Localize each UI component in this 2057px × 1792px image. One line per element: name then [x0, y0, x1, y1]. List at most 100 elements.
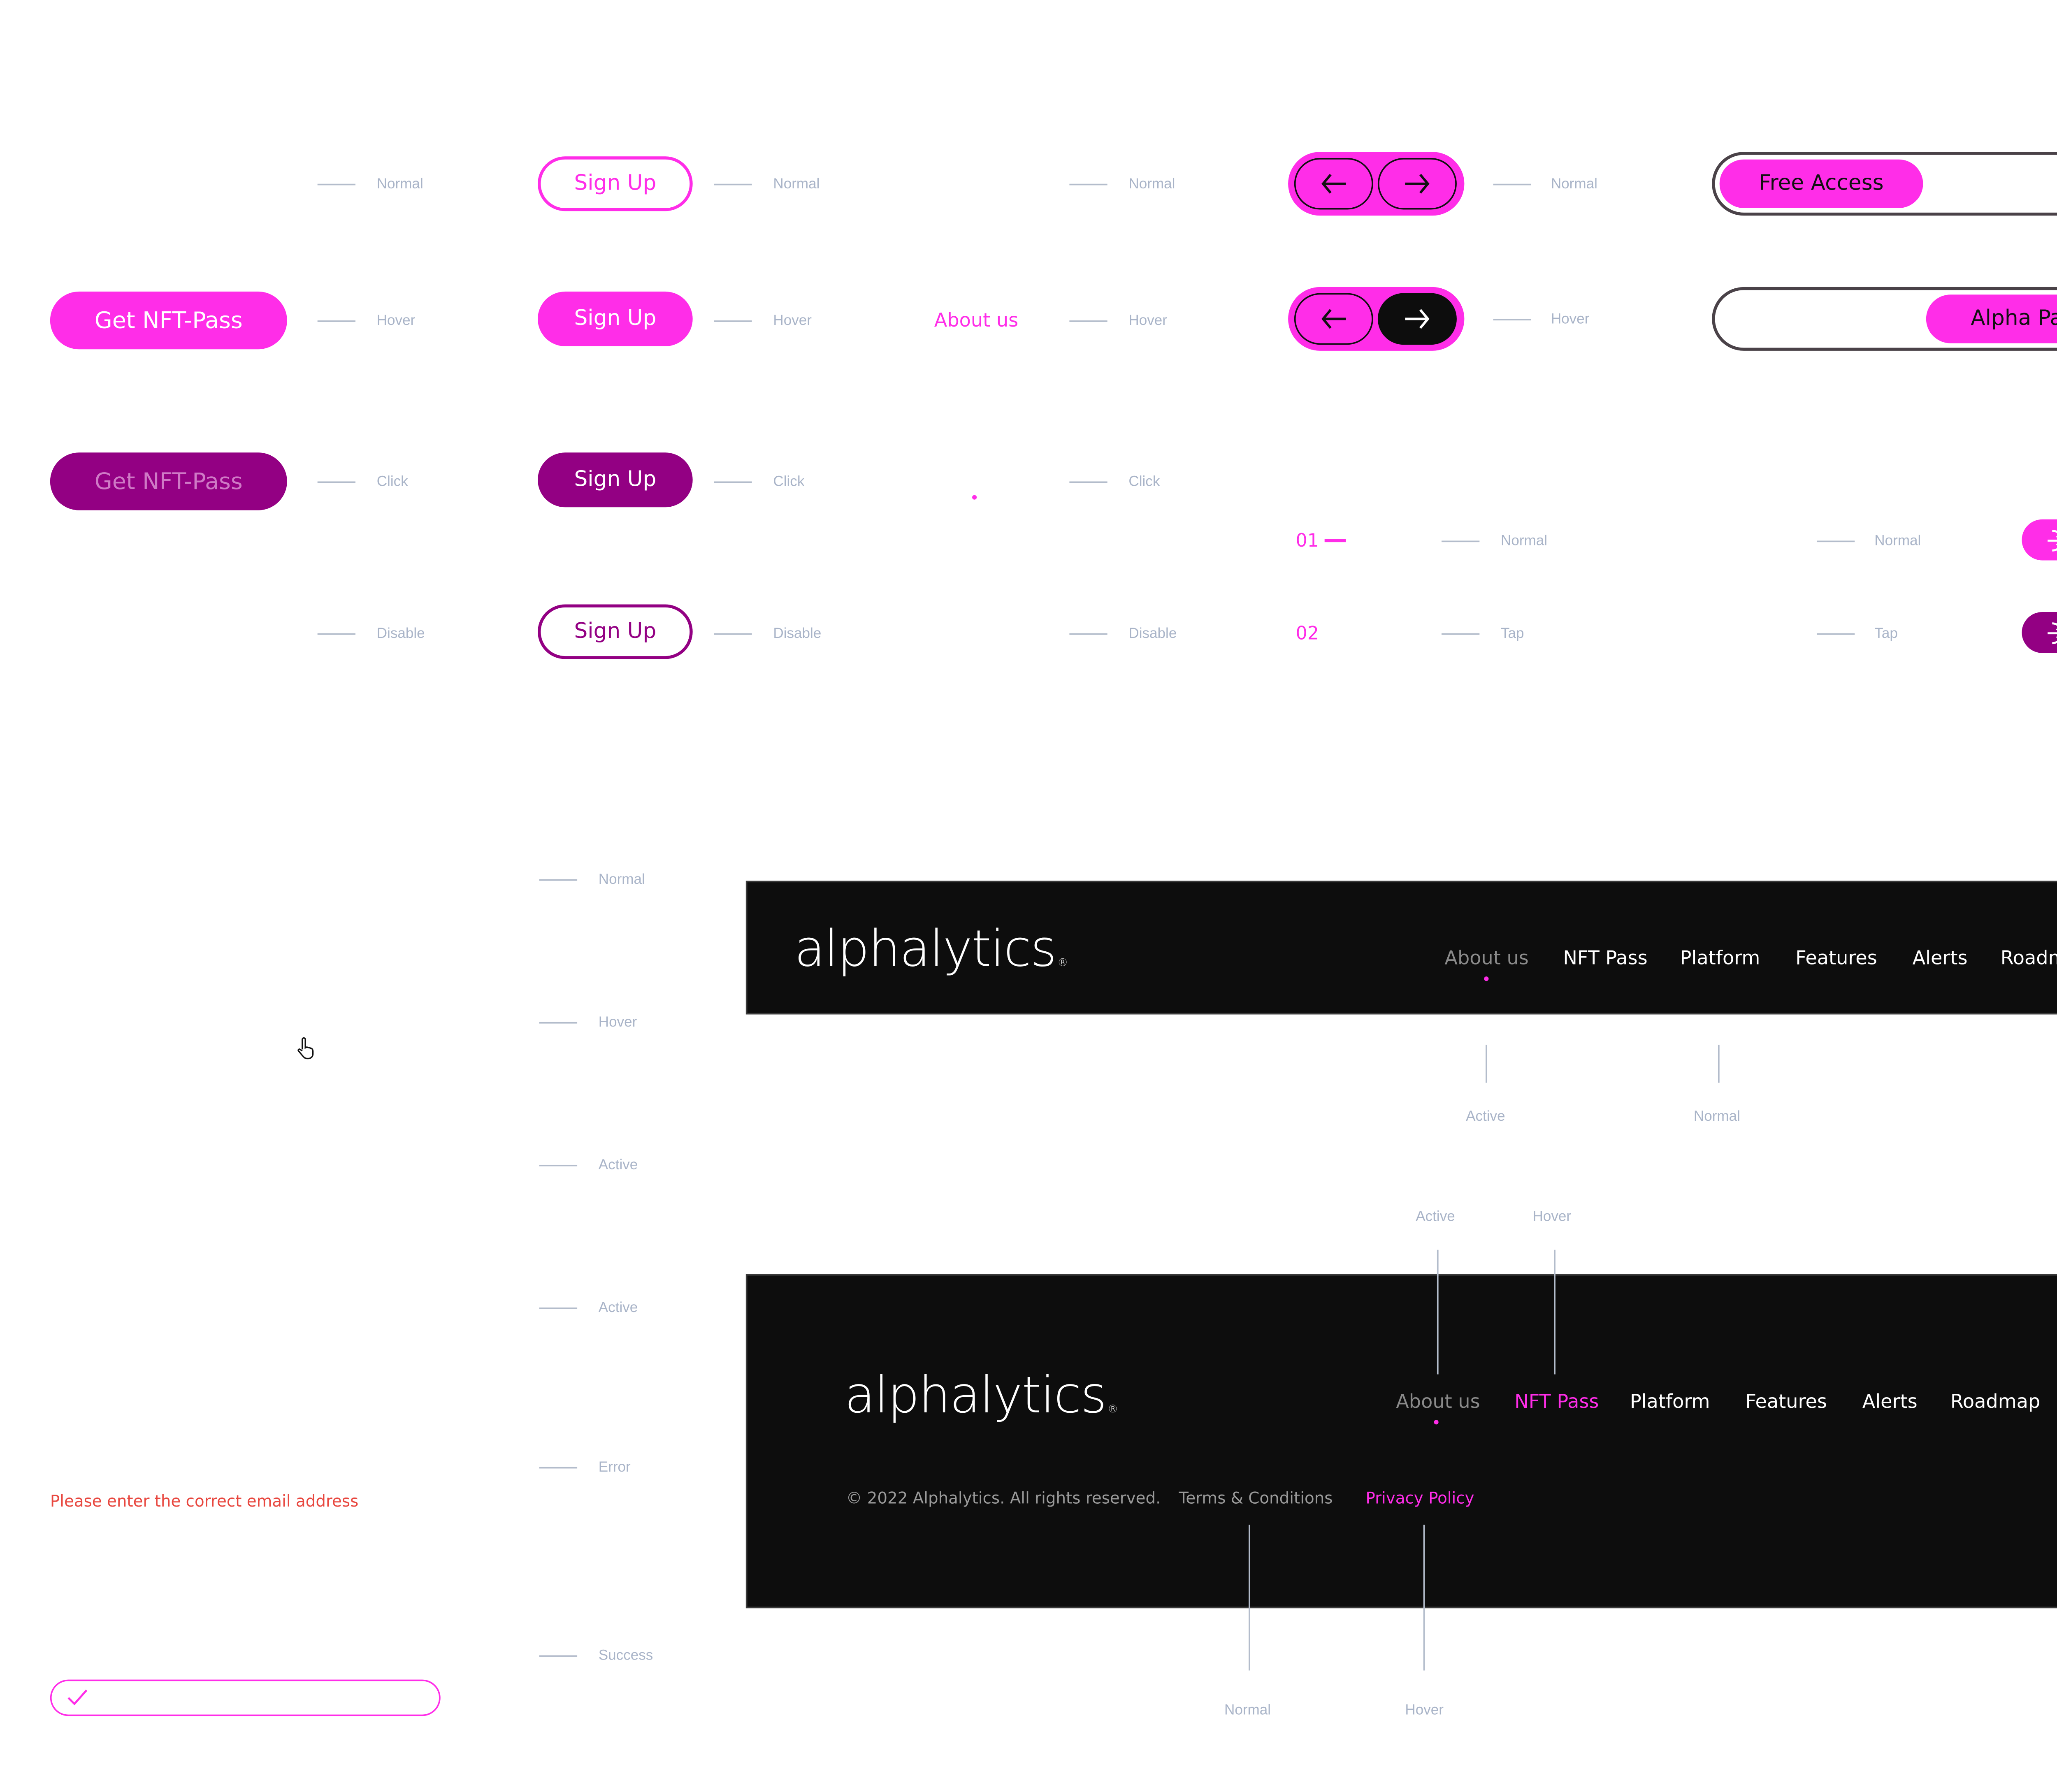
plan-toggle-first: Free Access [1712, 152, 2057, 216]
annotation-line [1069, 481, 1107, 483]
state-label: Tap [1874, 626, 1898, 642]
state-label: Hover [1532, 1209, 1572, 1226]
footer-nav-about-us[interactable]: About us [1396, 1389, 1480, 1412]
footer-nav-platform[interactable]: Platform [1630, 1389, 1710, 1412]
nav-item-features[interactable]: Features [1795, 946, 1877, 969]
pagination-item-active[interactable]: 01 [1295, 530, 1319, 552]
annotation-line [317, 183, 355, 185]
annotation-line [539, 1307, 578, 1309]
pagination-active-bar [1324, 539, 1346, 542]
logo[interactable]: alphalytics® [794, 918, 1068, 978]
arrow-left-icon [1321, 309, 1346, 329]
state-label: Active [598, 1157, 638, 1174]
logo-text: alphalytics [794, 918, 1056, 978]
annotation-line [1816, 540, 1855, 542]
sign-up-button-click[interactable]: Sign Up [538, 452, 693, 508]
footer-nav-features[interactable]: Features [1745, 1389, 1827, 1412]
footer-nav-roadmap[interactable]: Roadmap [1950, 1389, 2041, 1412]
arrow-left-icon [1321, 174, 1346, 194]
enter-button-tap[interactable] [2022, 612, 2057, 653]
state-label: Normal [376, 176, 423, 193]
annotation-line [1069, 183, 1107, 185]
previous-button[interactable] [1294, 293, 1373, 345]
annotation-line [1493, 183, 1531, 185]
annotation-line [539, 1655, 578, 1657]
privacy-policy-link[interactable]: Privacy Policy [1365, 1490, 1474, 1508]
arrow-right-icon [1405, 174, 1430, 194]
enter-button-normal[interactable] [2022, 519, 2057, 561]
pagination-item[interactable]: 02 [1295, 622, 1319, 644]
annotation-line [1069, 633, 1107, 635]
annotation-line [539, 1164, 578, 1166]
annotation-line [1441, 540, 1480, 542]
state-label: Disable [773, 626, 822, 642]
state-label: Normal [1128, 176, 1175, 193]
nav-item-roadmap[interactable]: Roadmap [2000, 946, 2057, 969]
get-nft-pass-button-click[interactable]: Get NFT-Pass [50, 452, 287, 510]
copyright-text: © 2022 Alphalytics. All rights reserved. [846, 1490, 1161, 1508]
annotation-line [714, 183, 752, 185]
annotation-line [714, 481, 752, 483]
nav-item-nft-pass[interactable]: NFT Pass [1563, 946, 1648, 969]
state-label: Normal [598, 872, 645, 888]
next-button[interactable] [1377, 158, 1457, 210]
get-nft-pass-button-hover[interactable]: Get NFT-Pass [50, 291, 287, 350]
sign-up-button-normal[interactable]: Sign Up [538, 156, 693, 211]
sign-up-button-disabled[interactable]: Sign Up [538, 604, 693, 659]
annotation-line [714, 633, 752, 635]
state-label: Click [1128, 473, 1160, 491]
state-label: Active [598, 1300, 638, 1317]
sign-up-button-hover[interactable]: Sign Up [538, 291, 693, 346]
state-label: Active [1466, 1108, 1505, 1125]
state-label: Error [598, 1459, 631, 1476]
annotation-line [539, 1467, 578, 1469]
state-label: Hover [376, 313, 416, 330]
state-label: Normal [1693, 1108, 1740, 1125]
toggle-option-alpha-pass[interactable]: Alpha Pass [1926, 294, 2057, 343]
annotation-line [1437, 1250, 1439, 1375]
state-label: Hover [1405, 1702, 1444, 1719]
arrow-buttons-normal [1288, 152, 1465, 216]
footer-nav-alerts[interactable]: Alerts [1862, 1389, 1918, 1412]
active-indicator-dot [1434, 1420, 1439, 1425]
state-label: Success [598, 1648, 653, 1664]
email-field-success[interactable] [50, 1679, 441, 1716]
arrow-buttons-hover [1288, 287, 1465, 351]
state-label: Normal [1874, 533, 1921, 550]
about-us-link-hover[interactable]: About us [934, 308, 1019, 331]
state-label: Disable [376, 626, 425, 642]
nav-item-about-us[interactable]: About us [1444, 946, 1529, 969]
annotation-line [1441, 633, 1480, 635]
annotation-line [317, 633, 355, 635]
header-navbar: alphalytics® About us NFT Pass Platform … [745, 881, 2057, 1015]
state-label: Hover [1551, 311, 1590, 328]
annotation-line [1249, 1525, 1250, 1671]
login-arrow-icon [2048, 621, 2057, 644]
active-indicator-dot [1484, 976, 1489, 981]
logo-text: alphalytics [844, 1365, 1107, 1425]
state-label: Tap [1500, 626, 1524, 642]
annotation-line [1816, 633, 1855, 635]
check-icon [67, 1689, 88, 1706]
footer-logo[interactable]: alphalytics® [844, 1365, 1118, 1425]
terms-link[interactable]: Terms & Conditions [1179, 1490, 1333, 1508]
state-label: Normal [1500, 533, 1548, 550]
arrow-right-icon [1405, 309, 1430, 329]
annotation-line [1486, 1045, 1487, 1083]
previous-button[interactable] [1294, 158, 1373, 210]
annotation-line [539, 879, 578, 881]
registered-mark: ® [1057, 957, 1068, 969]
next-button-hover[interactable] [1377, 293, 1457, 345]
nav-item-platform[interactable]: Platform [1680, 946, 1760, 969]
annotation-line [714, 320, 752, 322]
annotation-line [539, 1022, 578, 1024]
hand-cursor-icon [296, 1036, 318, 1068]
footer-nav-nft-pass[interactable]: NFT Pass [1514, 1389, 1599, 1412]
state-label: Disable [1128, 626, 1177, 642]
state-label: Normal [1551, 176, 1597, 193]
toggle-option-free-access[interactable]: Free Access [1719, 159, 1923, 208]
annotation-line [1069, 320, 1107, 322]
annotation-line [1554, 1250, 1556, 1375]
nav-item-alerts[interactable]: Alerts [1912, 946, 1968, 969]
